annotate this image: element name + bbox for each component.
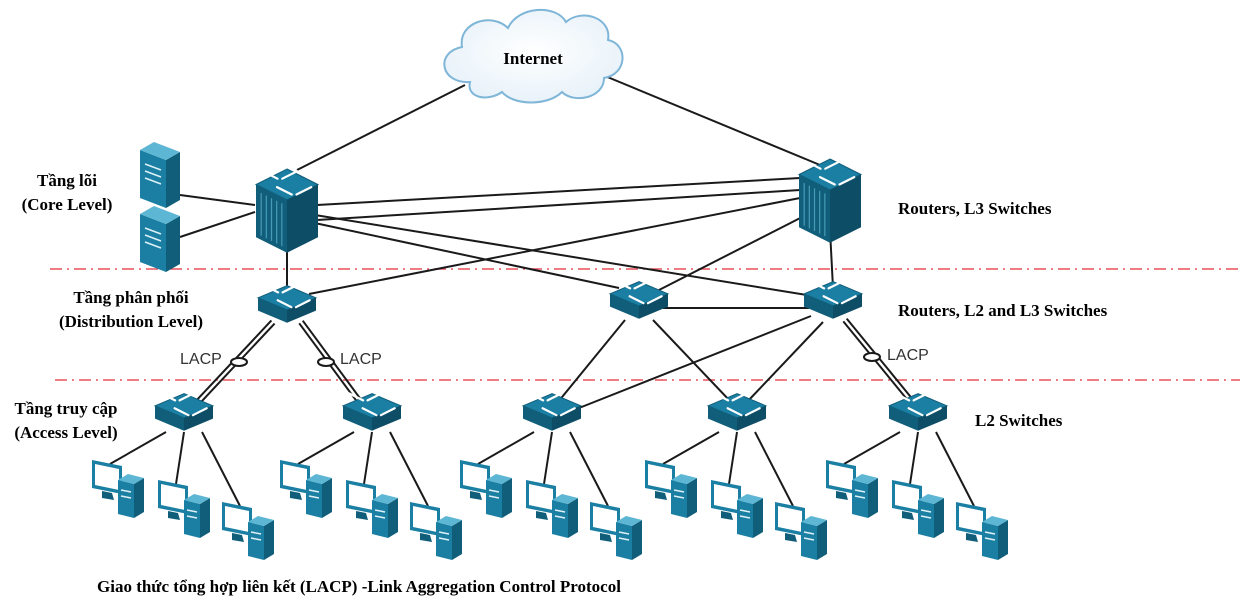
link-acc2-pc2 [363,431,373,485]
distribution-switch-1 [256,284,318,323]
link-acc4-pc2 [728,431,738,485]
cloud-shape [443,9,624,104]
caption: Giao thức tổng hợp liên kết (LACP) -Link… [97,577,621,596]
access-switch-4 [706,392,768,431]
pc-4-1 [645,460,697,518]
pc-1-2 [158,480,210,538]
lacp-label-3: LACP [887,347,929,364]
link-dist3-acc3 [573,315,812,411]
pc-3-1 [460,460,512,518]
lacp-ring-3 [863,352,881,362]
pc-3-3 [590,502,642,560]
core-switch-2 [797,158,863,243]
link-internet-core2 [604,75,821,166]
link-acc5-pc1 [843,431,901,465]
link-dist3-acc5-b [845,317,915,402]
pc-1-3 [222,502,274,560]
link-internet-core1 [296,84,466,171]
pc-2-3 [410,502,462,560]
link-core1-dist3 [314,214,814,297]
link-core2-dist2 [658,211,813,291]
core-level-name-en: (Core Level) [22,195,113,214]
link-acc2-pc3 [389,431,429,507]
link-acc4-pc3 [754,431,794,507]
link-acc3-pc2 [543,431,553,485]
pc-2-1 [280,460,332,518]
lacp-ring-2 [317,357,335,367]
link-acc5-pc2 [909,431,919,485]
distribution-level-name: Tầng phân phối [73,288,189,307]
link-acc1-pc3 [201,431,241,507]
link-core2-dist1 [308,197,801,295]
internet-cloud: Internet [443,9,624,104]
link-acc1-pc1 [109,431,167,465]
pc-5-1 [826,460,878,518]
pc-5-2 [892,480,944,538]
pc-5-3 [956,502,1008,560]
access-device-desc: L2 Switches [975,411,1063,430]
link-dist3-acc4 [746,321,824,403]
internet-label: Internet [503,49,563,68]
network-devices [92,142,1008,560]
lacp-label-1: LACP [180,351,222,368]
distribution-switch-2 [608,280,670,319]
core-device-desc: Routers, L3 Switches [898,199,1052,218]
access-switch-1 [153,392,215,431]
access-level-name: Tầng truy cập [15,399,118,418]
access-switch-3 [521,392,583,431]
pc-3-2 [526,480,578,538]
pc-2-2 [346,480,398,538]
link-dist3-acc5-a [842,320,912,405]
lacp-ring-1 [230,357,248,367]
link-acc2-pc1 [297,431,355,465]
link-server2-core1 [179,211,256,238]
pc-4-2 [711,480,763,538]
link-acc3-pc1 [477,431,535,465]
server-2 [140,206,180,272]
pc-1-1 [92,460,144,518]
link-acc3-pc3 [569,431,609,507]
lacp-label-2: LACP [340,351,382,368]
distribution-device-desc: Routers, L2 and L3 Switches [898,301,1108,320]
link-server1-core1 [179,194,256,206]
link-core1-core2-b [316,189,801,221]
lacp-markers [230,352,881,367]
access-switch-2 [341,392,403,431]
distribution-level-name-en: (Distribution Level) [59,312,203,331]
link-acc4-pc1 [662,431,720,465]
link-acc5-pc3 [935,431,975,507]
pc-4-3 [775,502,827,560]
core-switch-1 [254,168,320,253]
link-dist2-acc4 [652,319,732,403]
link-core1-dist2 [309,221,620,289]
access-switch-5 [887,392,949,431]
core-level-name: Tầng lõi [37,171,97,190]
access-level-name-en: (Access Level) [14,423,117,442]
link-dist2-acc3 [557,319,626,403]
network-links [109,75,975,507]
server-1 [140,142,180,208]
link-acc1-pc2 [175,431,185,485]
distribution-switch-3 [802,280,864,319]
link-core1-core2-a [316,177,801,206]
